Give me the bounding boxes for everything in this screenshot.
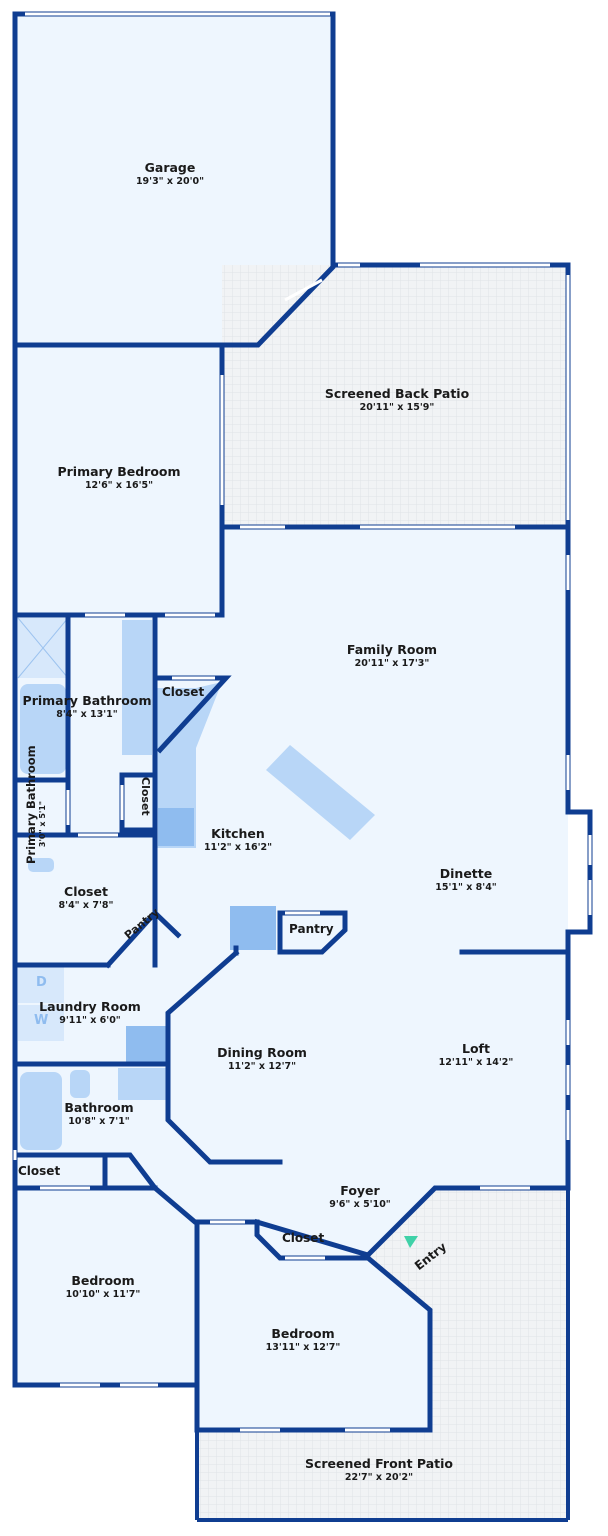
room-dims: 15'1" x 8'4" bbox=[435, 881, 497, 893]
room-dims: 11'2" x 16'2" bbox=[203, 841, 273, 853]
room-label-bathroom: Bathroom 10'8" x 7'1" bbox=[64, 1100, 133, 1128]
room-dims: 10'8" x 7'1" bbox=[68, 1115, 130, 1127]
room-dims: 12'11" x 14'2" bbox=[438, 1056, 514, 1068]
room-name: Primary Bedroom bbox=[57, 464, 181, 479]
room-name: Family Room bbox=[346, 642, 438, 657]
room-name: Garage bbox=[144, 160, 196, 175]
room-label-screened-back-patio: Screened Back Patio 20'11" x 15'9" bbox=[325, 386, 469, 414]
room-dims: 12'6" x 16'5" bbox=[84, 479, 154, 491]
room-label-laundry-room: Laundry Room 9'11" x 6'0" bbox=[39, 999, 141, 1027]
room-label-screened-front-patio: Screened Front Patio 22'7" x 20'2" bbox=[305, 1456, 453, 1484]
room-label-loft: Loft 12'11" x 14'2" bbox=[439, 1041, 514, 1069]
closet-vertical-label: Closet bbox=[139, 777, 152, 816]
room-label-bedroom-right: Bedroom 13'11" x 12'7" bbox=[266, 1326, 341, 1354]
kitchen-counter-diag bbox=[196, 682, 222, 748]
room-name: Bathroom bbox=[64, 1100, 134, 1115]
tub-primary bbox=[20, 684, 66, 774]
room-dims: 10'10" x 11'7" bbox=[65, 1288, 141, 1300]
room-label-garage: Garage 19'3" x 20'0" bbox=[136, 160, 204, 188]
entry-marker bbox=[404, 1236, 418, 1248]
back-patio-floor bbox=[222, 265, 568, 527]
island bbox=[266, 745, 375, 840]
room-label-closet: Closet 8'4" x 7'8" bbox=[59, 884, 114, 912]
room-label-kitchen: Kitchen 11'2" x 16'2" bbox=[204, 826, 272, 854]
fridge bbox=[230, 906, 276, 950]
closet-kitchen-label: Closet bbox=[162, 685, 205, 699]
room-label-dinette: Dinette 15'1" x 8'4" bbox=[435, 866, 497, 894]
pantry-box-label: Pantry bbox=[289, 922, 334, 936]
garage-floor bbox=[15, 14, 333, 345]
front-patio-floor bbox=[197, 1188, 568, 1520]
washer-icon: W bbox=[34, 1013, 49, 1028]
room-label-primary-bathroom-small: Primary Bathroom 3'0" x 5'1" bbox=[24, 745, 48, 864]
room-name: Kitchen bbox=[211, 826, 265, 841]
room-name: Screened Front Patio bbox=[304, 1456, 454, 1471]
room-dims: 11'2" x 12'7" bbox=[227, 1060, 297, 1072]
room-dims: 20'11" x 15'9" bbox=[359, 401, 435, 413]
room-name: Dinette bbox=[439, 866, 493, 881]
dryer-box bbox=[18, 967, 64, 1003]
room-dims: 20'11" x 17'3" bbox=[354, 657, 430, 669]
room-name: Closet bbox=[64, 884, 108, 899]
room-dims: 3'0" x 5'1" bbox=[38, 800, 48, 848]
closet-bath-label: Closet bbox=[18, 1164, 61, 1178]
stove-top bbox=[158, 808, 194, 846]
closet-bedroom-label: Closet bbox=[282, 1231, 325, 1245]
vanity-primary bbox=[122, 620, 152, 755]
room-label-dining-room: Dining Room 11'2" x 12'7" bbox=[217, 1045, 307, 1073]
tub-bath bbox=[20, 1072, 62, 1150]
room-name: Bedroom bbox=[271, 1326, 335, 1341]
room-label-foyer: Foyer 9'6" x 5'10" bbox=[329, 1183, 391, 1211]
room-name: Bedroom bbox=[71, 1273, 135, 1288]
screen-lines bbox=[195, 1188, 570, 1522]
room-name: Screened Back Patio bbox=[324, 386, 470, 401]
room-dims: 9'11" x 6'0" bbox=[59, 1014, 121, 1026]
dryer-icon: D bbox=[36, 975, 47, 990]
room-label-bedroom-left: Bedroom 10'10" x 11'7" bbox=[66, 1273, 141, 1301]
room-name: Dining Room bbox=[217, 1045, 307, 1060]
room-name: Laundry Room bbox=[39, 999, 141, 1014]
toilet-small bbox=[28, 858, 54, 872]
room-dims: 13'11" x 12'7" bbox=[265, 1341, 341, 1353]
room-label-family-room: Family Room 20'11" x 17'3" bbox=[347, 642, 437, 670]
room-dims: 9'6" x 5'10" bbox=[329, 1198, 391, 1210]
room-dims: 8'4" x 13'1" bbox=[56, 708, 118, 720]
toilet-bath bbox=[70, 1070, 90, 1098]
room-dims: 8'4" x 7'8" bbox=[58, 899, 114, 911]
room-label-primary-bedroom: Primary Bedroom 12'6" x 16'5" bbox=[57, 464, 180, 492]
room-name: Loft bbox=[462, 1041, 490, 1056]
room-name: Foyer bbox=[340, 1183, 380, 1198]
room-label-primary-bathroom: Primary Bathroom 8'4" x 13'1" bbox=[23, 693, 152, 721]
washer-box bbox=[18, 1005, 64, 1041]
room-dims: 19'3" x 20'0" bbox=[135, 175, 205, 187]
laundry-sink bbox=[126, 1026, 166, 1064]
room-dims: 22'7" x 20'2" bbox=[344, 1471, 414, 1483]
room-name: Primary Bathroom bbox=[24, 745, 38, 864]
vanity-bath bbox=[118, 1068, 166, 1100]
room-name: Primary Bathroom bbox=[22, 693, 152, 708]
